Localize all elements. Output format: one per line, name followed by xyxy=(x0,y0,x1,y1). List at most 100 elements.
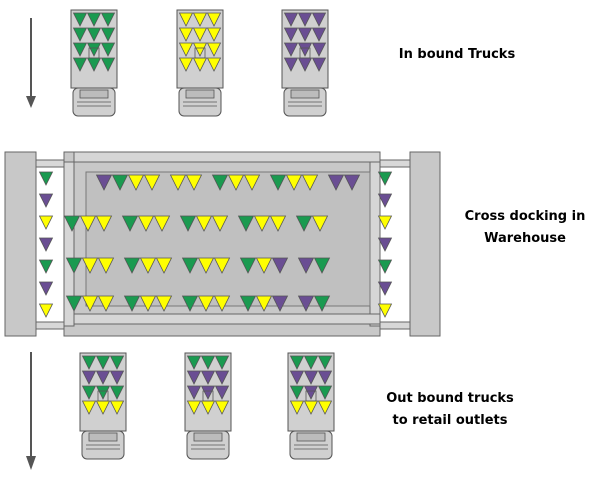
warehouse-pallet xyxy=(81,295,99,312)
warehouse-pallet xyxy=(253,215,271,232)
warehouse-pallet xyxy=(143,174,161,191)
warehouse-pallet xyxy=(213,257,231,274)
truck-pallet xyxy=(303,355,319,370)
truck-pallet xyxy=(289,385,305,400)
outbound-truck-3 xyxy=(287,352,335,460)
truck-windshield xyxy=(185,89,215,99)
warehouse-pallet xyxy=(153,215,171,232)
inbound-truck-3 xyxy=(281,9,329,117)
truck-pallet xyxy=(178,57,194,72)
truck-pallet xyxy=(186,385,202,400)
truck-pallet xyxy=(297,27,313,42)
warehouse-pallet xyxy=(65,295,83,312)
truck-pallet xyxy=(303,370,319,385)
outbound-trucks-label-line2: to retail outlets xyxy=(392,413,508,428)
left-dock-pallet xyxy=(38,237,54,252)
truck-pallet xyxy=(81,400,97,415)
warehouse-pallet xyxy=(255,295,273,312)
warehouse-pallet xyxy=(297,295,315,312)
truck-pallet xyxy=(186,400,202,415)
warehouse-pallet xyxy=(181,257,199,274)
warehouse-pallet xyxy=(313,295,331,312)
truck-pallet xyxy=(214,370,230,385)
warehouse-pallet xyxy=(137,215,155,232)
truck-pallet xyxy=(297,12,313,27)
truck-pallet xyxy=(86,12,102,27)
right-dock-pallets xyxy=(377,171,393,318)
right-dock xyxy=(379,151,441,337)
truck-hatch xyxy=(88,47,100,59)
warehouse-pallet xyxy=(195,215,213,232)
truck-pallet xyxy=(214,355,230,370)
right-dock-pallet xyxy=(377,303,393,318)
truck-pallet xyxy=(72,42,88,57)
warehouse-pallet xyxy=(211,174,229,191)
truck-pallet xyxy=(100,42,116,57)
warehouse-pallet xyxy=(127,174,145,191)
truck-pallet xyxy=(311,12,327,27)
outbound-trucks xyxy=(79,352,335,460)
truck-pallet xyxy=(317,385,333,400)
warehouse-pallet xyxy=(179,215,197,232)
truck-pallet xyxy=(283,42,299,57)
left-dock-pallet xyxy=(38,303,54,318)
truck-pallet xyxy=(109,355,125,370)
truck-pallet xyxy=(317,400,333,415)
warehouse-pallet xyxy=(81,257,99,274)
warehouse-pallet xyxy=(63,215,81,232)
right-dock-pallet xyxy=(377,259,393,274)
truck-pallet xyxy=(206,12,222,27)
truck-pallet xyxy=(311,57,327,72)
truck-windshield xyxy=(88,432,118,442)
flow-arrow-inbound xyxy=(26,18,36,108)
right-dock-pallet xyxy=(377,171,393,186)
truck-pallet xyxy=(95,355,111,370)
truck-pallet xyxy=(214,385,230,400)
truck-pallet xyxy=(289,400,305,415)
warehouse-pallet xyxy=(255,257,273,274)
warehouse-pallet xyxy=(139,295,157,312)
warehouse-pallet xyxy=(211,215,229,232)
truck-pallet xyxy=(214,400,230,415)
truck-pallet xyxy=(200,355,216,370)
warehouse-pallet xyxy=(139,257,157,274)
truck-pallet xyxy=(206,42,222,57)
warehouse-pallet xyxy=(227,174,245,191)
warehouse-pallet xyxy=(327,174,345,191)
left-dock xyxy=(4,151,65,337)
warehouse-pallet xyxy=(239,257,257,274)
truck-hatch xyxy=(202,390,214,402)
warehouse-pallet xyxy=(155,257,173,274)
warehouse-pallet xyxy=(169,174,187,191)
warehouse-pallet xyxy=(197,295,215,312)
warehouse-pallet xyxy=(343,174,361,191)
inbound-trucks-label: In bound Trucks xyxy=(382,44,532,66)
truck-pallet xyxy=(317,370,333,385)
warehouse-pallet xyxy=(97,257,115,274)
warehouse-pallets xyxy=(63,174,361,312)
truck-pallet xyxy=(109,370,125,385)
truck-pallet xyxy=(178,27,194,42)
left-dock-pallet xyxy=(38,259,54,274)
warehouse-pallet xyxy=(65,257,83,274)
warehouse-pallet xyxy=(301,174,319,191)
truck-pallet xyxy=(81,355,97,370)
truck-pallet xyxy=(303,385,319,400)
truck-pallet xyxy=(81,385,97,400)
warehouse-pallet xyxy=(121,215,139,232)
truck-pallet xyxy=(86,27,102,42)
truck-pallet xyxy=(192,27,208,42)
truck-pallet xyxy=(72,57,88,72)
truck-hatch xyxy=(299,47,311,59)
warehouse-pallet xyxy=(95,215,113,232)
cross-docking-label: Cross docking in Warehouse xyxy=(445,206,605,250)
truck-pallet xyxy=(109,400,125,415)
truck-pallet xyxy=(289,370,305,385)
outbound-truck-1 xyxy=(79,352,127,460)
left-dock-pallets xyxy=(38,171,54,318)
truck-pallet xyxy=(317,355,333,370)
outbound-trucks-label-line1: Out bound trucks xyxy=(386,391,514,406)
flow-arrow-outbound xyxy=(26,352,36,470)
warehouse-pallet xyxy=(97,295,115,312)
